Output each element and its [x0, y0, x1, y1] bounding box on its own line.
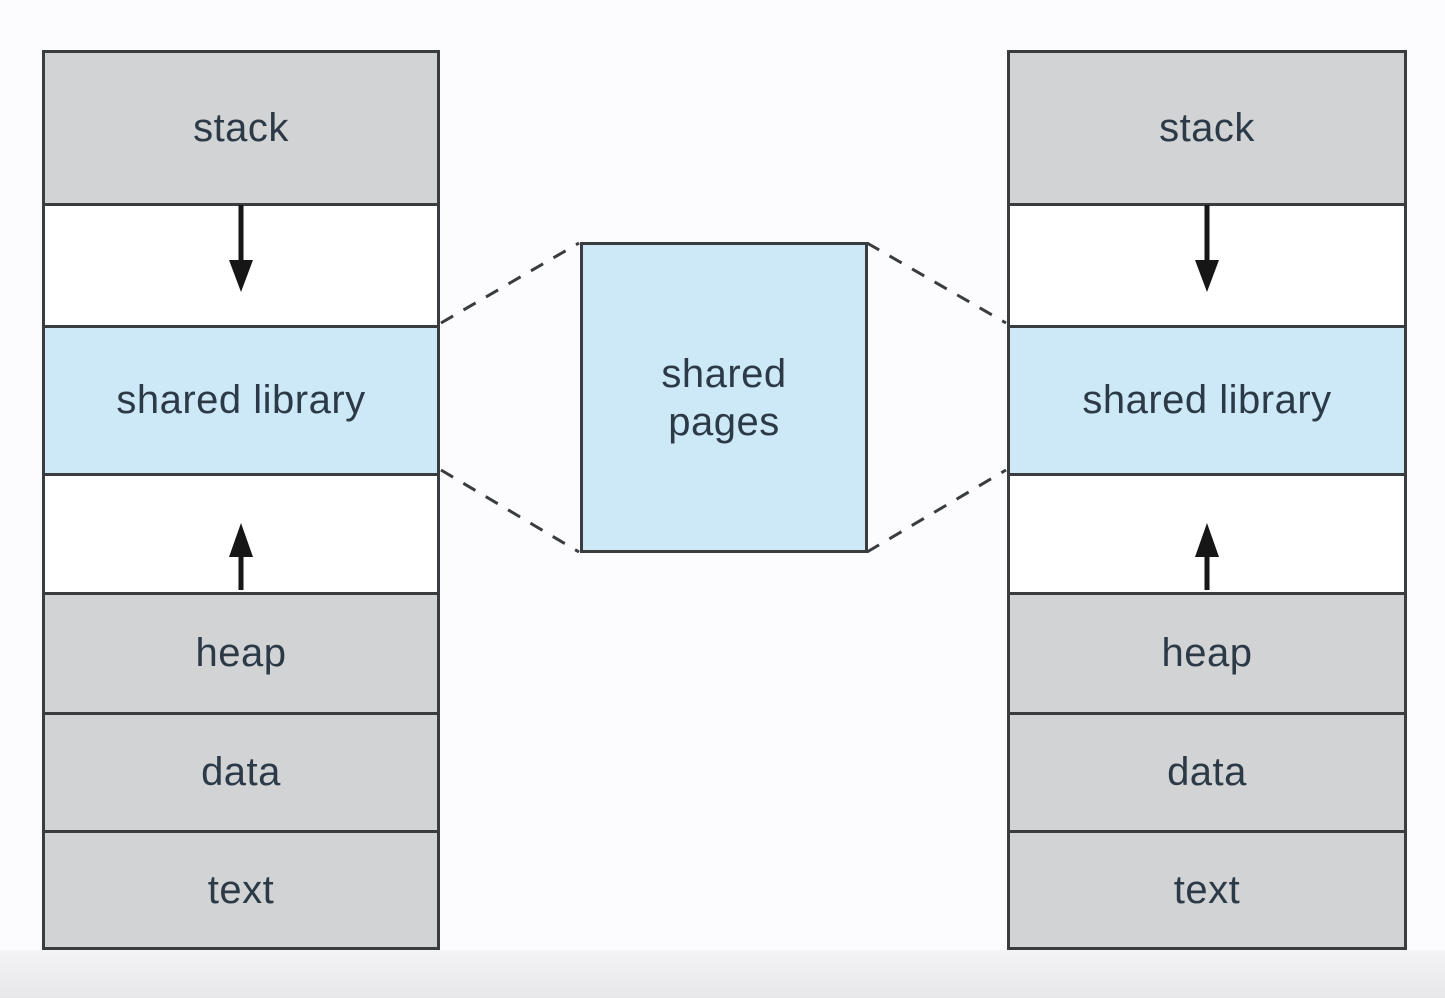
stack-label-left: stack: [193, 105, 289, 150]
shared-library-label-left: shared library: [116, 378, 366, 422]
right-process-memory-column: stack shared library heap data text: [1007, 50, 1407, 950]
heap-growth-gap-right: [1010, 473, 1404, 592]
shared-pages-label: shared pages: [661, 351, 787, 444]
stack-label-right: stack: [1159, 105, 1255, 150]
stack-growth-gap-right: [1010, 203, 1404, 325]
heap-growth-gap-left: [45, 473, 437, 592]
text-label-right: text: [1173, 867, 1241, 912]
left-process-memory-column: stack shared library heap data text: [42, 50, 440, 950]
shared-library-segment-left: shared library: [45, 325, 437, 473]
heap-label-left: heap: [195, 631, 287, 675]
data-segment-right: data: [1010, 712, 1404, 830]
stack-segment-right: stack: [1010, 53, 1404, 203]
shared-library-label-right: shared library: [1082, 378, 1332, 422]
stack-growth-gap-left: [45, 203, 437, 325]
stack-segment-left: stack: [45, 53, 437, 203]
dashed-connector-bottom-right-icon: [866, 468, 1007, 554]
data-segment-left: data: [45, 712, 437, 830]
text-segment-right: text: [1010, 830, 1404, 947]
shared-library-segment-right: shared library: [1010, 325, 1404, 473]
text-segment-left: text: [45, 830, 437, 947]
dashed-connector-top-left-icon: [440, 241, 580, 325]
text-label-left: text: [207, 867, 275, 912]
heap-segment-left: heap: [45, 592, 437, 712]
shared-pages-box: shared pages: [580, 242, 868, 553]
heap-label-right: heap: [1161, 631, 1253, 675]
data-label-left: data: [201, 750, 281, 794]
dashed-connector-bottom-left-icon: [440, 468, 580, 554]
data-label-right: data: [1167, 750, 1247, 794]
dashed-connector-top-right-icon: [866, 241, 1007, 325]
heap-segment-right: heap: [1010, 592, 1404, 712]
bottom-strip: [0, 950, 1445, 998]
